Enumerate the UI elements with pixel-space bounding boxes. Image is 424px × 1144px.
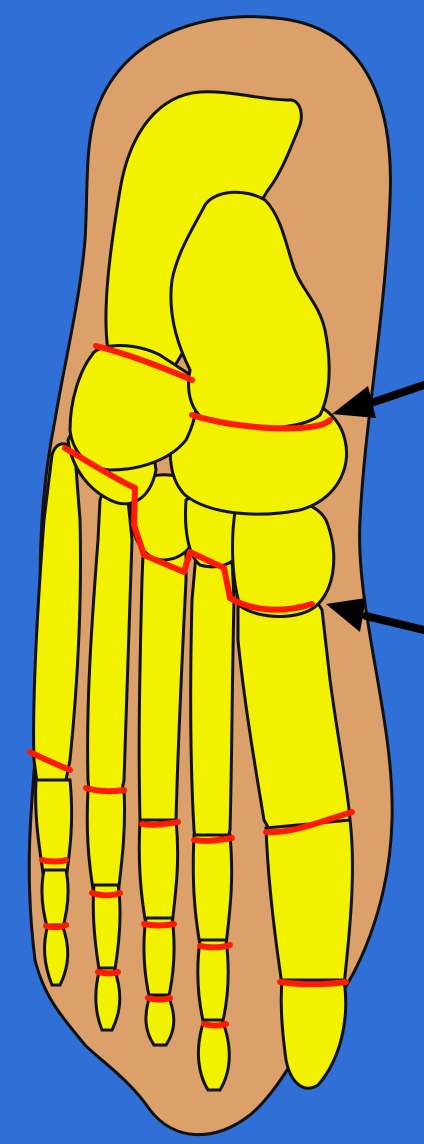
joint-line-dip-5 — [46, 925, 66, 927]
phalanx-3-proximal — [139, 820, 177, 925]
phalanx-4-middle — [93, 885, 120, 975]
phalanx-4-distal — [96, 968, 120, 1030]
joint-line-dip-3 — [148, 998, 170, 1000]
phalanx-2-distal — [198, 1020, 229, 1090]
phalanx-5-proximal — [36, 780, 72, 880]
joint-line-pip-2 — [200, 945, 230, 947]
joint-line-pip-5 — [42, 860, 66, 862]
joint-line-ip-1 — [280, 982, 346, 984]
joint-line-mtp-4 — [86, 788, 124, 791]
joint-line-mtp-3 — [142, 822, 178, 825]
phalanx-2-proximal — [193, 835, 231, 945]
phalanx-1-proximal — [266, 820, 352, 985]
phalanx-5-middle — [42, 870, 68, 930]
phalanx-4-proximal — [87, 790, 124, 895]
joint-line-pip-4 — [92, 893, 120, 895]
joint-line-dip-4 — [98, 972, 118, 974]
joint-line-mtp-2 — [194, 838, 232, 841]
joint-line-pip-3 — [144, 924, 174, 926]
phalanx-5-distal — [45, 925, 68, 985]
joint-line-dip-2 — [204, 1024, 226, 1026]
phalanx-3-middle — [144, 918, 174, 1000]
phalanx-2-middle — [198, 940, 228, 1025]
